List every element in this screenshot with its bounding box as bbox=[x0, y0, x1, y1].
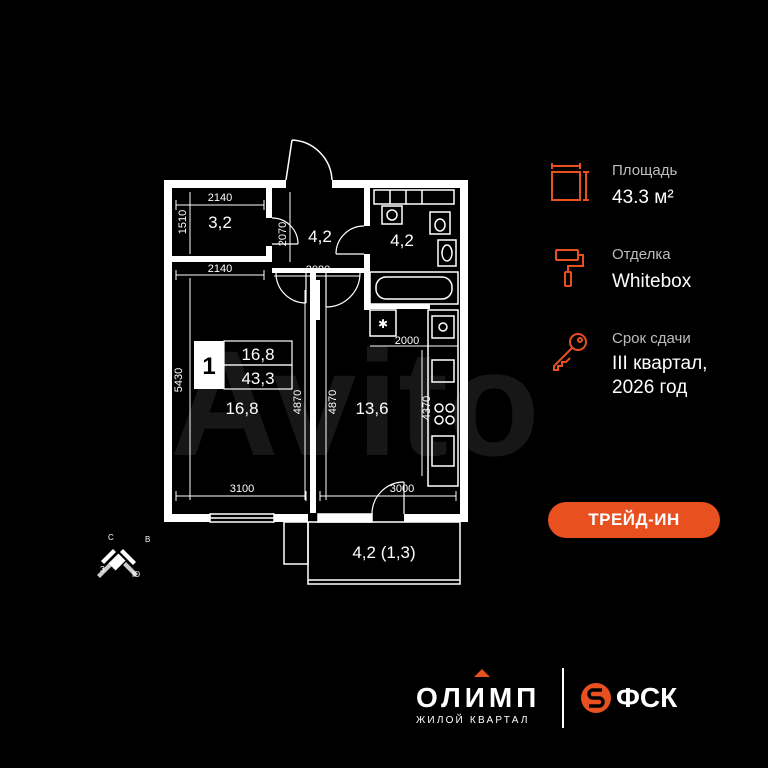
dim-living-bottom: 3100 bbox=[230, 483, 254, 495]
brand-logos: ОЛИМП ЖИЛОЙ КВАРТАЛ ФСК bbox=[408, 668, 708, 728]
dim-kitchen-width: 2000 bbox=[395, 335, 419, 347]
trade-in-button[interactable]: ТРЕЙД-ИН bbox=[548, 502, 720, 538]
compass-east: В bbox=[145, 535, 150, 544]
dim-living-height: 5430 bbox=[173, 368, 185, 392]
room-area-living: 16,8 bbox=[225, 399, 258, 418]
compass-icon: С В Ю З bbox=[97, 533, 150, 579]
interior-walls bbox=[172, 188, 430, 513]
area-icon bbox=[551, 163, 589, 201]
exterior-walls bbox=[164, 180, 468, 522]
kitchen-fixtures bbox=[427, 309, 459, 487]
olimp-subtitle: ЖИЛОЙ КВАРТАЛ bbox=[416, 715, 530, 726]
deadline-value-line2: 2026 год bbox=[612, 377, 688, 398]
fsk-logo-text: ФСК bbox=[616, 682, 678, 713]
room-area-storage: 3,2 bbox=[208, 213, 232, 232]
dim-kitchen-side: 4370 bbox=[421, 396, 433, 420]
area-value: 43.3 м² bbox=[612, 187, 674, 208]
room-area-hall: 4,2 bbox=[308, 227, 332, 246]
avito-watermark: Avito bbox=[170, 319, 539, 487]
washer-icon: ✱ bbox=[378, 317, 388, 331]
olimp-roof-icon bbox=[474, 669, 490, 677]
badge-total-area: 43,3 bbox=[241, 369, 274, 388]
badge-living-area: 16,8 bbox=[241, 345, 274, 364]
deadline-label: Срок сдачи bbox=[612, 330, 691, 347]
olimp-logo: ОЛИМП bbox=[416, 682, 541, 713]
deadline-value-line1: III квартал, bbox=[612, 353, 708, 374]
fsk-logo-icon bbox=[581, 683, 611, 713]
key-icon bbox=[553, 333, 587, 371]
area-label: Площадь bbox=[612, 162, 678, 179]
room-area-bathroom: 4,2 bbox=[390, 231, 414, 250]
badge-room-count: 1 bbox=[202, 353, 215, 380]
dim-kitchen-bottom: 3000 bbox=[390, 483, 414, 495]
entrance-door bbox=[285, 139, 333, 181]
dim-storage-side: 1510 bbox=[177, 210, 189, 234]
logo-divider bbox=[562, 668, 564, 728]
finish-value: Whitebox bbox=[612, 271, 692, 292]
dim-storage-top: 2140 bbox=[208, 192, 232, 204]
room-area-kitchen: 13,6 bbox=[355, 399, 388, 418]
area-badge: 1 16,8 43,3 bbox=[194, 340, 293, 390]
balcony bbox=[283, 521, 461, 585]
bathroom-fixtures bbox=[369, 189, 459, 337]
compass-south: Ю bbox=[132, 570, 140, 579]
dim-living-top: 2140 bbox=[208, 263, 232, 275]
dim-hall-vertical: 2070 bbox=[277, 222, 289, 246]
finish-label: Отделка bbox=[612, 246, 671, 263]
dimension-lines bbox=[175, 192, 458, 501]
compass-north: С bbox=[108, 533, 114, 542]
compass-west: З bbox=[100, 565, 105, 574]
dim-living-height-inner: 4870 bbox=[292, 390, 304, 414]
dim-hall-bottom: 2080 bbox=[306, 264, 330, 276]
paint-roller-icon bbox=[555, 249, 584, 287]
room-area-balcony: 4,2 (1,3) bbox=[352, 543, 415, 562]
dim-kitchen-height: 4870 bbox=[327, 390, 339, 414]
